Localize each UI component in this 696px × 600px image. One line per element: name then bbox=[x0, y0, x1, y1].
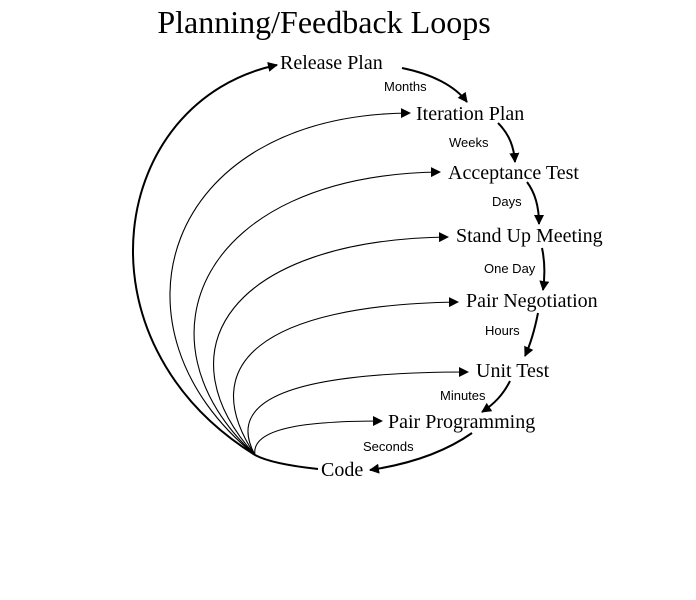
arrow-negotiation-to-unittest bbox=[524, 312, 539, 357]
feedback-loop-unit-test bbox=[247, 367, 469, 456]
stage-label: Pair Negotiation bbox=[466, 290, 598, 312]
duration-label: Hours bbox=[485, 323, 520, 338]
stage-progression-arrows bbox=[369, 67, 550, 474]
diagram-title: Planning/Feedback Loops bbox=[157, 4, 490, 40]
origin-link-code bbox=[254, 454, 319, 470]
duration-label: Months bbox=[384, 79, 427, 94]
stage-label: Iteration Plan bbox=[416, 103, 524, 125]
stage-label: Stand Up Meeting bbox=[456, 225, 603, 247]
feedback-loop-release-plan bbox=[131, 61, 278, 456]
arrow-acceptance-to-standup bbox=[526, 181, 544, 225]
feedback-loop-pair-programming bbox=[254, 416, 383, 456]
arrow-unittest-to-pairprogramming bbox=[481, 380, 511, 413]
feedback-loops bbox=[131, 61, 469, 470]
duration-label: Days bbox=[492, 194, 522, 209]
feedback-loop-pair-negotiation bbox=[233, 297, 459, 456]
stage-label: Code bbox=[321, 459, 363, 481]
arrow-pairprogramming-to-code bbox=[369, 432, 473, 474]
duration-label: Weeks bbox=[449, 135, 489, 150]
duration-label: One Day bbox=[484, 261, 536, 276]
feedback-loop-stand-up-meeting bbox=[213, 232, 449, 456]
stage-label: Acceptance Test bbox=[448, 162, 579, 184]
stage-label: Pair Programming bbox=[388, 411, 535, 433]
feedback-loop-iteration-plan bbox=[169, 108, 411, 456]
stage-labels: Release Plan Iteration Plan Acceptance T… bbox=[280, 52, 603, 481]
arrow-iteration-to-acceptance bbox=[497, 122, 520, 163]
feedback-loop-acceptance-test bbox=[193, 167, 441, 456]
arrow-standup-to-negotiation bbox=[539, 247, 550, 291]
stage-label: Release Plan bbox=[280, 52, 383, 74]
duration-label: Seconds bbox=[363, 439, 414, 454]
stage-label: Unit Test bbox=[476, 360, 550, 382]
arrow-release-to-iteration bbox=[401, 67, 468, 103]
duration-label: Minutes bbox=[440, 388, 486, 403]
duration-labels: Months Weeks Days One Day Hours Minutes … bbox=[363, 79, 536, 454]
